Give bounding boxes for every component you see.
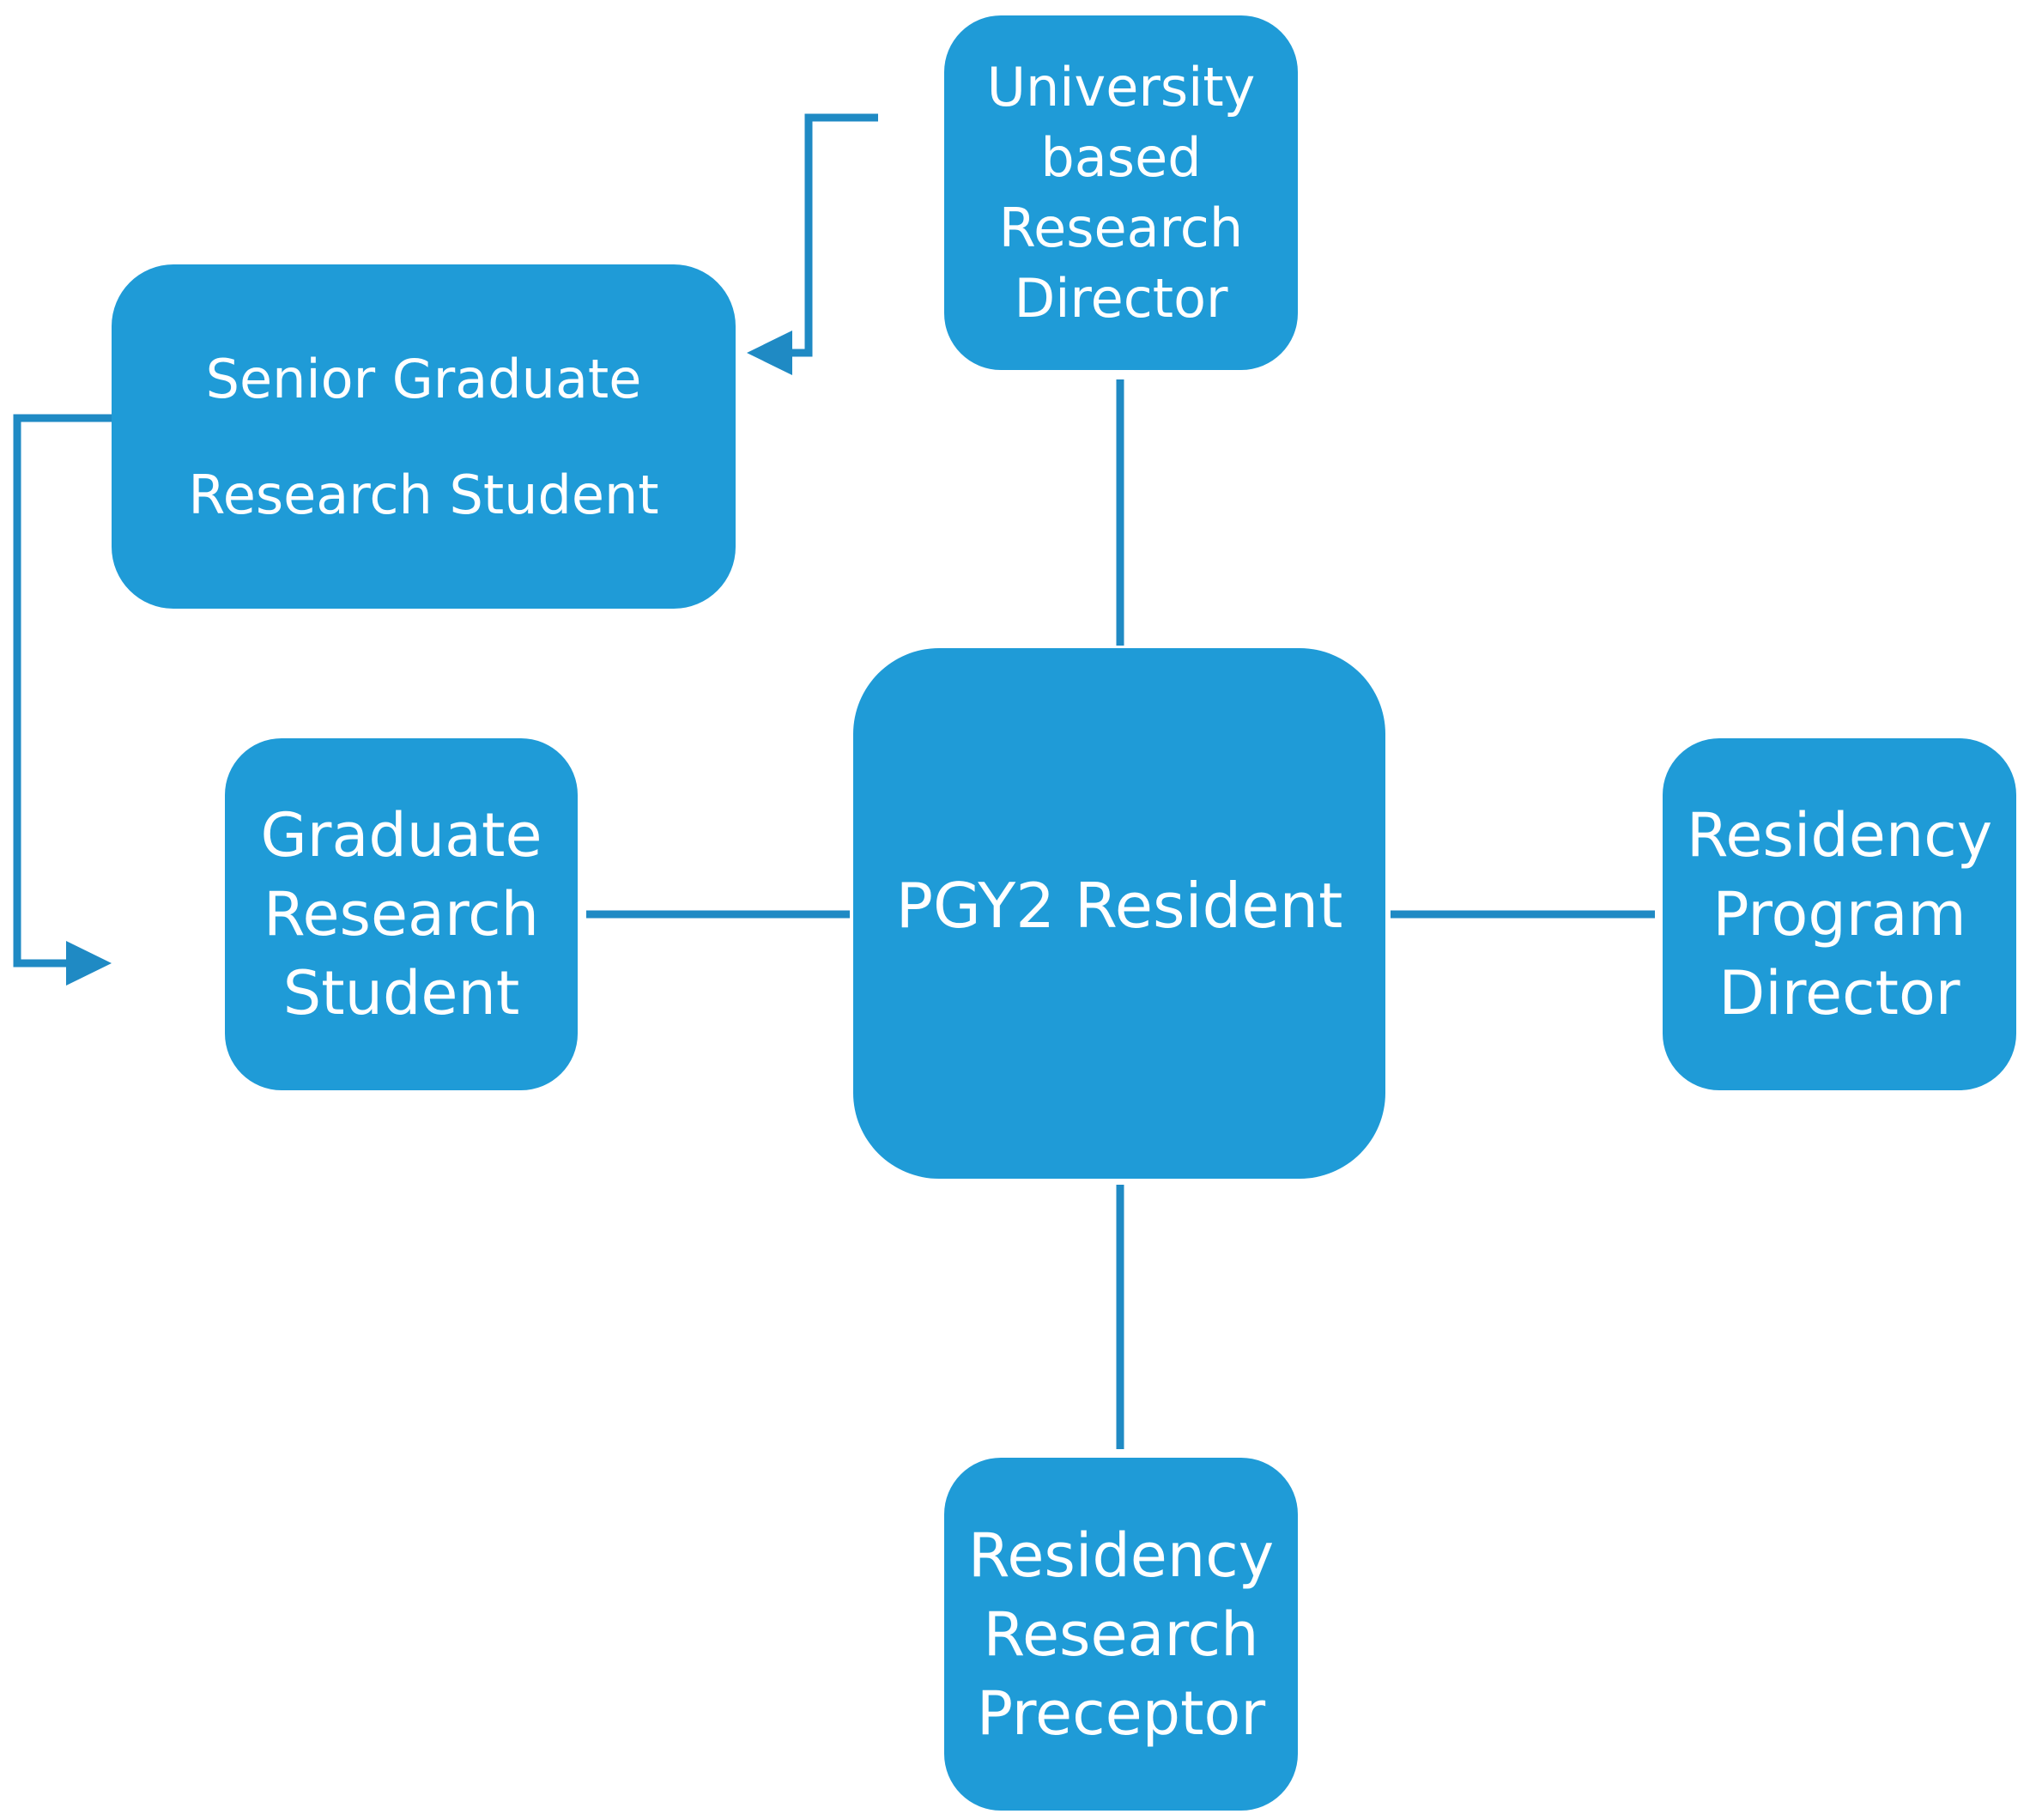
- arrowhead-to-senior: [747, 331, 792, 375]
- node-label-line: University: [986, 55, 1256, 118]
- node-university-research-director: University based Research Director: [944, 15, 1298, 370]
- node-pgy2-resident: PGY2 Resident: [853, 648, 1385, 1179]
- arrow-senior-to-grad: [13, 414, 112, 968]
- node-residency-program-director: Residency Program Director: [1663, 738, 2016, 1090]
- node-graduate-research-student: Graduate Research Student: [225, 738, 578, 1090]
- node-label-line: Residency: [967, 1520, 1275, 1591]
- node-label-line: Research Student: [188, 463, 659, 526]
- node-label-line: Director: [1718, 958, 1960, 1028]
- node-label-line: Residency: [1686, 800, 1993, 871]
- node-senior-graduate-research-student: Senior Graduate Research Student: [112, 264, 736, 609]
- node-label-line: Senior Graduate: [205, 347, 642, 410]
- arrowhead-to-grad: [66, 941, 112, 986]
- node-label-line: PGY2 Resident: [895, 870, 1343, 942]
- node-label-line: Student: [282, 958, 520, 1028]
- node-label-line: Graduate: [260, 800, 542, 871]
- node-label-line: Program: [1712, 879, 1966, 949]
- arrow-university-to-senior: [773, 113, 878, 357]
- node-label-line: Research: [263, 879, 540, 949]
- node-label-line: Preceptor: [976, 1677, 1266, 1749]
- node-label-line: based: [1040, 125, 1202, 189]
- node-label-line: Research: [983, 1599, 1259, 1670]
- node-label-line: Research: [998, 196, 1244, 259]
- node-residency-research-preceptor: Residency Research Preceptor: [944, 1458, 1298, 1811]
- node-label-line: Director: [1014, 266, 1228, 330]
